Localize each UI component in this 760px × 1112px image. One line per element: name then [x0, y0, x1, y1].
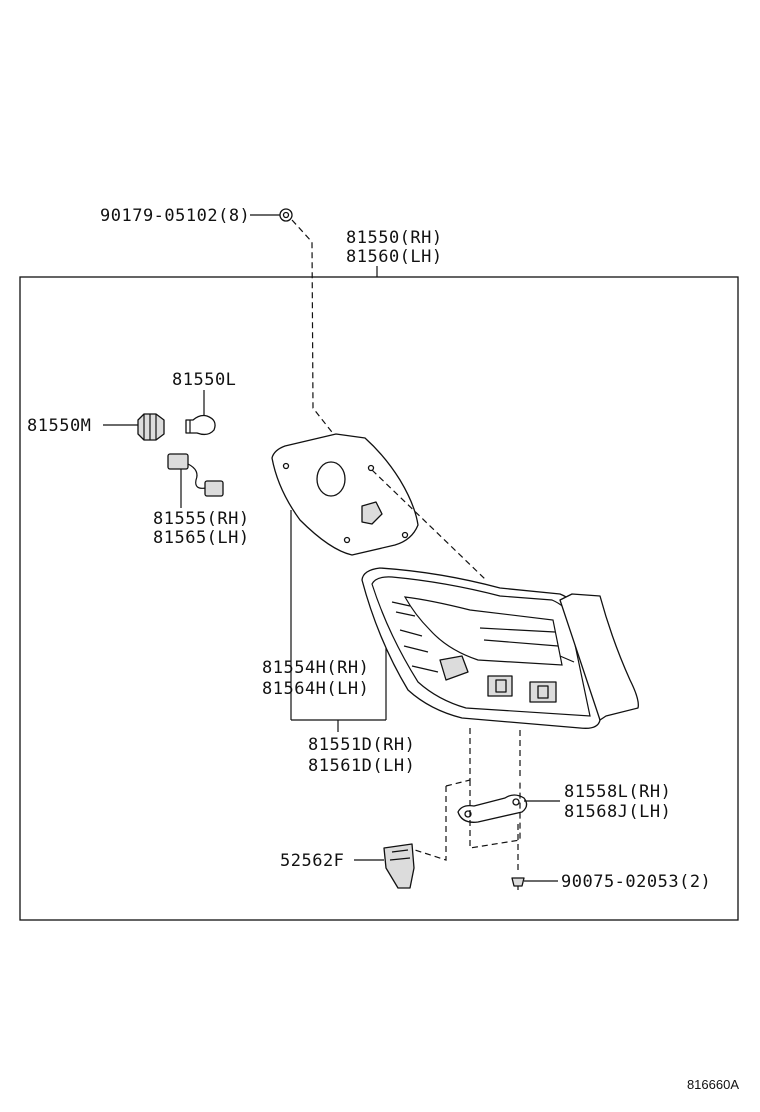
bracket-dash-box-bottom	[445, 779, 471, 787]
gasket-icon	[271, 433, 419, 556]
screw-icon	[511, 877, 525, 890]
wire-harness-icon	[167, 453, 224, 497]
label-nut-top: 90179-05102(8)	[100, 206, 250, 226]
label-socket: 81550M	[27, 416, 91, 436]
clip-icon	[383, 843, 415, 889]
assembly-frame	[19, 276, 739, 921]
label-bulb: 81550L	[172, 370, 236, 390]
label-wire-rh: 81555(RH)	[153, 509, 250, 529]
socket-icon	[137, 413, 165, 441]
label-assembly-lh: 81560(LH)	[346, 247, 443, 267]
figure-reference: 816660A	[687, 1077, 739, 1092]
label-assembly-rh: 81550(RH)	[346, 228, 443, 248]
nut-icon	[279, 208, 293, 222]
label-gasket-rh: 81554H(RH)	[262, 658, 369, 678]
lens-icon	[361, 567, 639, 729]
gasket-dash-line	[371, 469, 487, 581]
label-lens-lh: 81561D(LH)	[308, 756, 415, 776]
lens-socket-slots	[439, 655, 557, 703]
label-bracket-rh: 81558L(RH)	[564, 782, 671, 802]
bracket-icon	[457, 794, 528, 823]
nut-dash-line	[291, 219, 336, 437]
label-bracket-lh: 81568J(LH)	[564, 802, 671, 822]
label-clip: 52562F	[280, 851, 344, 871]
bulb-icon	[185, 414, 216, 436]
label-gasket-lh: 81564H(LH)	[262, 679, 369, 699]
label-wire-lh: 81565(LH)	[153, 528, 250, 548]
bracket-dash-box	[414, 780, 521, 861]
label-lens-rh: 81551D(RH)	[308, 735, 415, 755]
label-screw: 90075-02053(2)	[561, 872, 711, 892]
